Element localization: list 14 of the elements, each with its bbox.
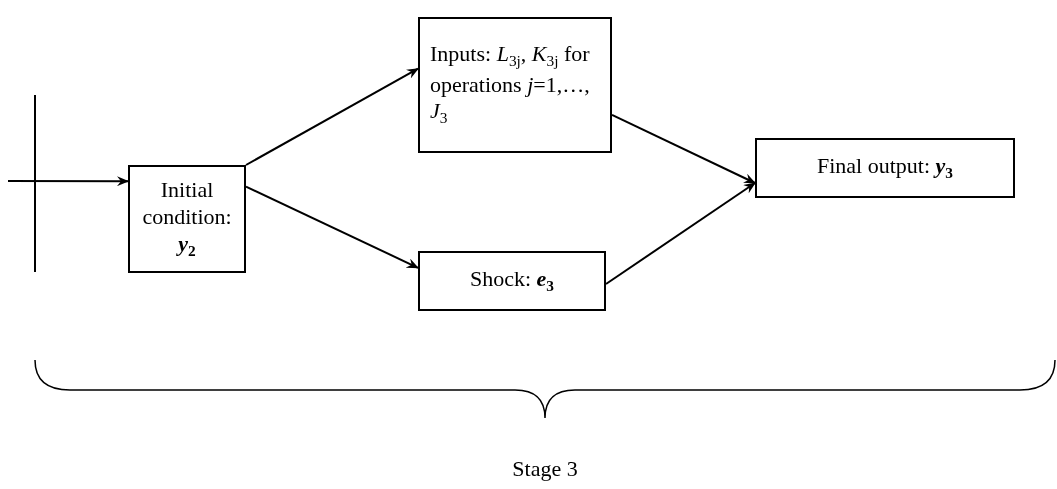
- box-text: Shock: e$_{3}$: [469, 265, 555, 297]
- process-box: [755, 138, 1015, 198]
- arrow: [245, 185, 419, 269]
- process-box: [128, 165, 246, 273]
- stage-label: Stage 3: [511, 456, 579, 482]
- arrow: [7, 176, 129, 187]
- box-text: Inputs: L$_{3j}$, K$_{3j}$ for operations j=1,…, J$_{3}$: [430, 41, 591, 129]
- arrow: [245, 67, 419, 166]
- box-text: Final output: y$_{3}$: [817, 152, 953, 184]
- arrow: [605, 182, 756, 285]
- box-text: Initial condition: y$_{2}$: [141, 177, 233, 261]
- arrow: [611, 113, 756, 184]
- process-box: [418, 251, 606, 311]
- process-box: [418, 17, 612, 153]
